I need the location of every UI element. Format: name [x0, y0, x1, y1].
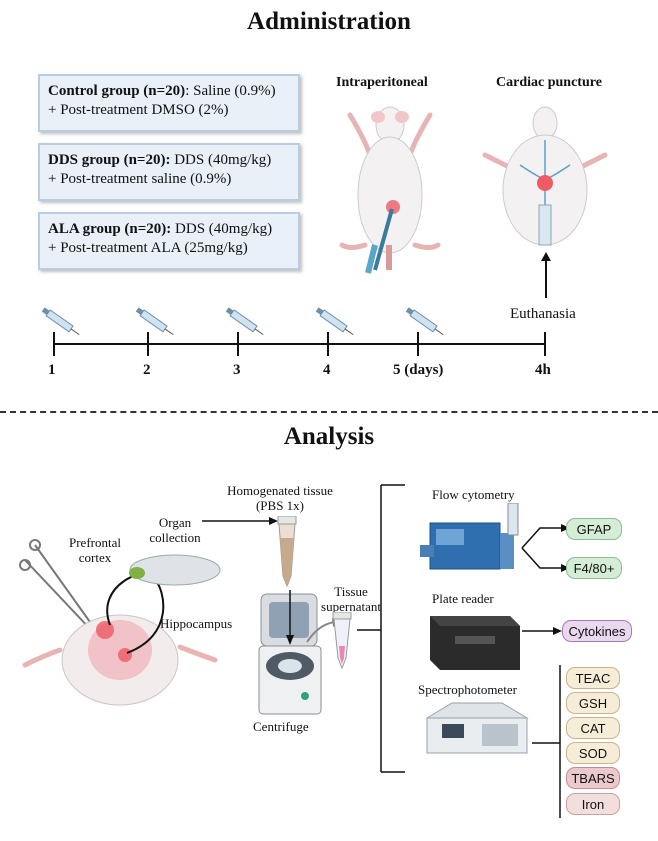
marker-f480: F4/80+: [566, 557, 622, 579]
syringe-icon: [41, 307, 80, 336]
tube-to-centrifuge-arrow: [286, 590, 294, 645]
plate-reader-arrow: [522, 627, 562, 635]
marker-gfap: GFAP: [566, 518, 622, 540]
syringe-icon: [405, 307, 444, 336]
centrifuge-label: Centrifuge: [253, 719, 309, 734]
analysis-bracket: [357, 484, 405, 773]
intraperitoneal-label: Intraperitoneal: [336, 75, 428, 90]
marker-tbars: TBARS: [566, 767, 620, 789]
marker-cat: CAT: [566, 717, 620, 739]
spectro-bracket: [532, 665, 561, 818]
plate-reader-label: Plate reader: [432, 591, 494, 606]
centrifuge-icon: [258, 593, 322, 715]
syringe-icon: [315, 307, 354, 336]
ala-group-dose: DDS (40mg/kg): [171, 221, 273, 237]
organ-to-tube-arrow: [202, 517, 278, 525]
control-group-post: + Post-treatment DMSO (2%): [48, 102, 229, 118]
marker-gsh: GSH: [566, 692, 620, 714]
plate-reader-icon: [430, 616, 520, 670]
euthanasia-label: Euthanasia: [510, 306, 576, 322]
dds-group-name: DDS group (n=20):: [48, 152, 171, 168]
administration-title: Administration: [247, 8, 411, 35]
timeline-day-4: 4: [323, 362, 331, 378]
supernatant-tube-icon: [332, 612, 352, 670]
homogenate-tube-icon: [277, 516, 297, 588]
timeline-day-1: 1: [48, 362, 56, 378]
syringe-icon: [135, 307, 174, 336]
ala-group-post: + Post-treatment ALA (25mg/kg): [48, 240, 248, 256]
spectrophotometer-label: Spectrophotometer: [418, 682, 517, 697]
euthanasia-arrow: [541, 252, 551, 298]
mouse-cardiac-illustration: [482, 106, 608, 246]
marker-cytokines: Cytokines: [562, 620, 632, 642]
ala-group-name: ALA group (n=20):: [48, 221, 172, 237]
analysis-title: Analysis: [283, 423, 375, 450]
marker-sod: SOD: [566, 742, 620, 764]
mouse-brain-illustration: [19, 539, 221, 706]
cardiac-puncture-label: Cardiac puncture: [496, 75, 602, 90]
spectrophotometer-icon: [425, 702, 529, 754]
flow-cytometry-label: Flow cytometry: [432, 487, 515, 502]
syringe-icon: [225, 307, 264, 336]
dds-group-post: + Post-treatment saline (0.9%): [48, 171, 232, 187]
prefrontal-cortex-label: Prefrontal cortex: [69, 535, 121, 565]
flow-cytometer-icon: [420, 503, 519, 570]
timeline-axis: [53, 332, 546, 356]
control-group-box: Control group (n=20): Saline (0.9%) + Po…: [38, 74, 300, 132]
marker-teac: TEAC: [566, 667, 620, 689]
timeline-day-3: 3: [233, 362, 241, 378]
control-group-dose: : Saline (0.9%): [185, 83, 276, 99]
marker-iron: Iron: [566, 793, 620, 815]
mouse-intraperitoneal-illustration: [339, 106, 441, 274]
control-group-name: Control group (n=20): [48, 83, 186, 99]
homogenated-tissue-label: Homogenated tissue (PBS 1x): [227, 483, 333, 513]
timeline-day-2: 2: [143, 362, 151, 378]
syringe-icons: [41, 307, 444, 336]
section-divider: [0, 411, 658, 413]
dds-group-dose: DDS (40mg/kg): [170, 152, 272, 168]
timeline-day-5: 5 (days): [393, 362, 444, 378]
timeline-4h: 4h: [535, 362, 551, 378]
organ-collection-label: Organ collection: [149, 515, 201, 545]
hippocampus-label: Hippocampus: [160, 616, 233, 631]
dds-group-box: DDS group (n=20): DDS (40mg/kg) + Post-t…: [38, 143, 300, 201]
flow-branch-arrows: [521, 524, 570, 572]
ala-group-box: ALA group (n=20): DDS (40mg/kg) + Post-t…: [38, 212, 300, 270]
tissue-supernatant-label: Tissue supernatant: [321, 584, 381, 614]
